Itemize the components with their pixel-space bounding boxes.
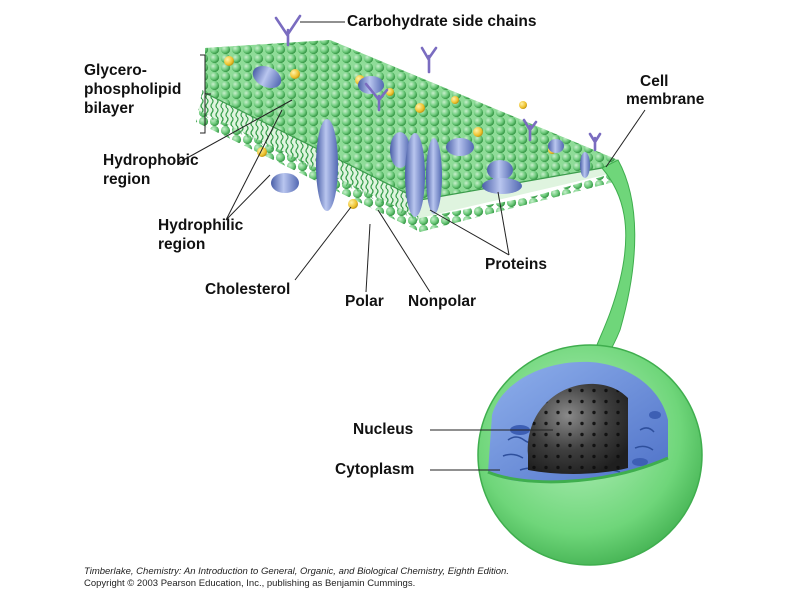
nonpolar-leader: [377, 209, 431, 293]
credit-line-2: Copyright © 2003 Pearson Education, Inc.…: [84, 578, 416, 589]
protein: [271, 173, 299, 193]
carbohydrate-chain: [274, 14, 302, 47]
cytoplasm-organelles: [502, 427, 655, 473]
carbohydrate-chain: [588, 132, 602, 152]
cholesterol-dot: [451, 96, 459, 104]
credit-line-1: Timberlake, Chemistry: An Introduction t…: [84, 566, 509, 577]
leader-lines: [177, 21, 646, 471]
glycero-label-line2: phospholipid: [84, 81, 182, 98]
nucleus-pores: [527, 383, 628, 474]
membrane-slab: [196, 40, 618, 232]
hydrophilic-label-line1: Hydrophilic: [158, 217, 244, 234]
protein: [482, 178, 522, 194]
carbohydrate-label: Carbohydrate side chains: [347, 13, 537, 30]
cholesterol-dot: [348, 199, 358, 209]
organelle: [632, 458, 648, 466]
protein: [580, 152, 590, 178]
protein: [446, 138, 474, 156]
protein: [316, 119, 338, 211]
glycero-label-line1: Glycero-: [84, 62, 147, 79]
cell-membrane-label-line2: membrane: [626, 91, 705, 108]
protein: [358, 76, 384, 94]
cell: [477, 344, 703, 566]
cholesterol-dot: [473, 127, 483, 137]
proteins-leader: [429, 209, 510, 256]
cholesterol-dot: [415, 103, 425, 113]
cell-cut-lip: [487, 456, 669, 484]
polar-leader: [365, 223, 371, 293]
protein: [390, 132, 410, 168]
hydrophilic-leader: [225, 174, 271, 221]
hydrophobic-label-line1: Hydrophobic: [103, 152, 199, 169]
cytoplasm-label: Cytoplasm: [335, 461, 415, 478]
hydrophilic-leader: [225, 109, 283, 221]
hydrophilic-label-line2: region: [158, 236, 206, 253]
nucleus-label: Nucleus: [353, 421, 414, 438]
carbohydrate-chains: [274, 14, 602, 152]
cholesterol-dot: [290, 69, 300, 79]
carbohydrate-chain: [420, 46, 438, 74]
glycero-bracket: [200, 54, 211, 134]
proteins-label: Proteins: [485, 256, 548, 273]
protein: [252, 65, 282, 89]
protein: [487, 160, 513, 180]
proteins-leader: [497, 191, 510, 256]
glycero-label-line3: bilayer: [84, 100, 134, 117]
cholesterol-leader: [294, 206, 352, 281]
membrane-bottom-heads: [196, 110, 618, 232]
membrane-tail-band: [200, 104, 420, 222]
polar-label: Polar: [345, 293, 384, 310]
cholesterol-dot: [519, 101, 527, 109]
organelle: [649, 411, 661, 419]
protein: [426, 138, 442, 214]
cell-membrane-label-line1: Cell: [640, 73, 669, 90]
carbohydrate-chain: [522, 118, 538, 142]
nonpolar-label: Nonpolar: [408, 293, 477, 310]
cholesterol-label: Cholesterol: [205, 281, 291, 298]
hydrophobic-label-line2: region: [103, 171, 151, 188]
cell-membrane-leader: [605, 109, 646, 168]
hydrophobic-leader: [177, 99, 293, 164]
carbohydrate-chain: [364, 82, 389, 112]
protein: [548, 139, 564, 153]
membrane-proteins: [252, 65, 590, 217]
cholesterol-dot: [224, 56, 234, 66]
membrane-top-heads: [205, 40, 618, 200]
protein: [405, 133, 425, 217]
membrane-tether: [589, 159, 636, 373]
